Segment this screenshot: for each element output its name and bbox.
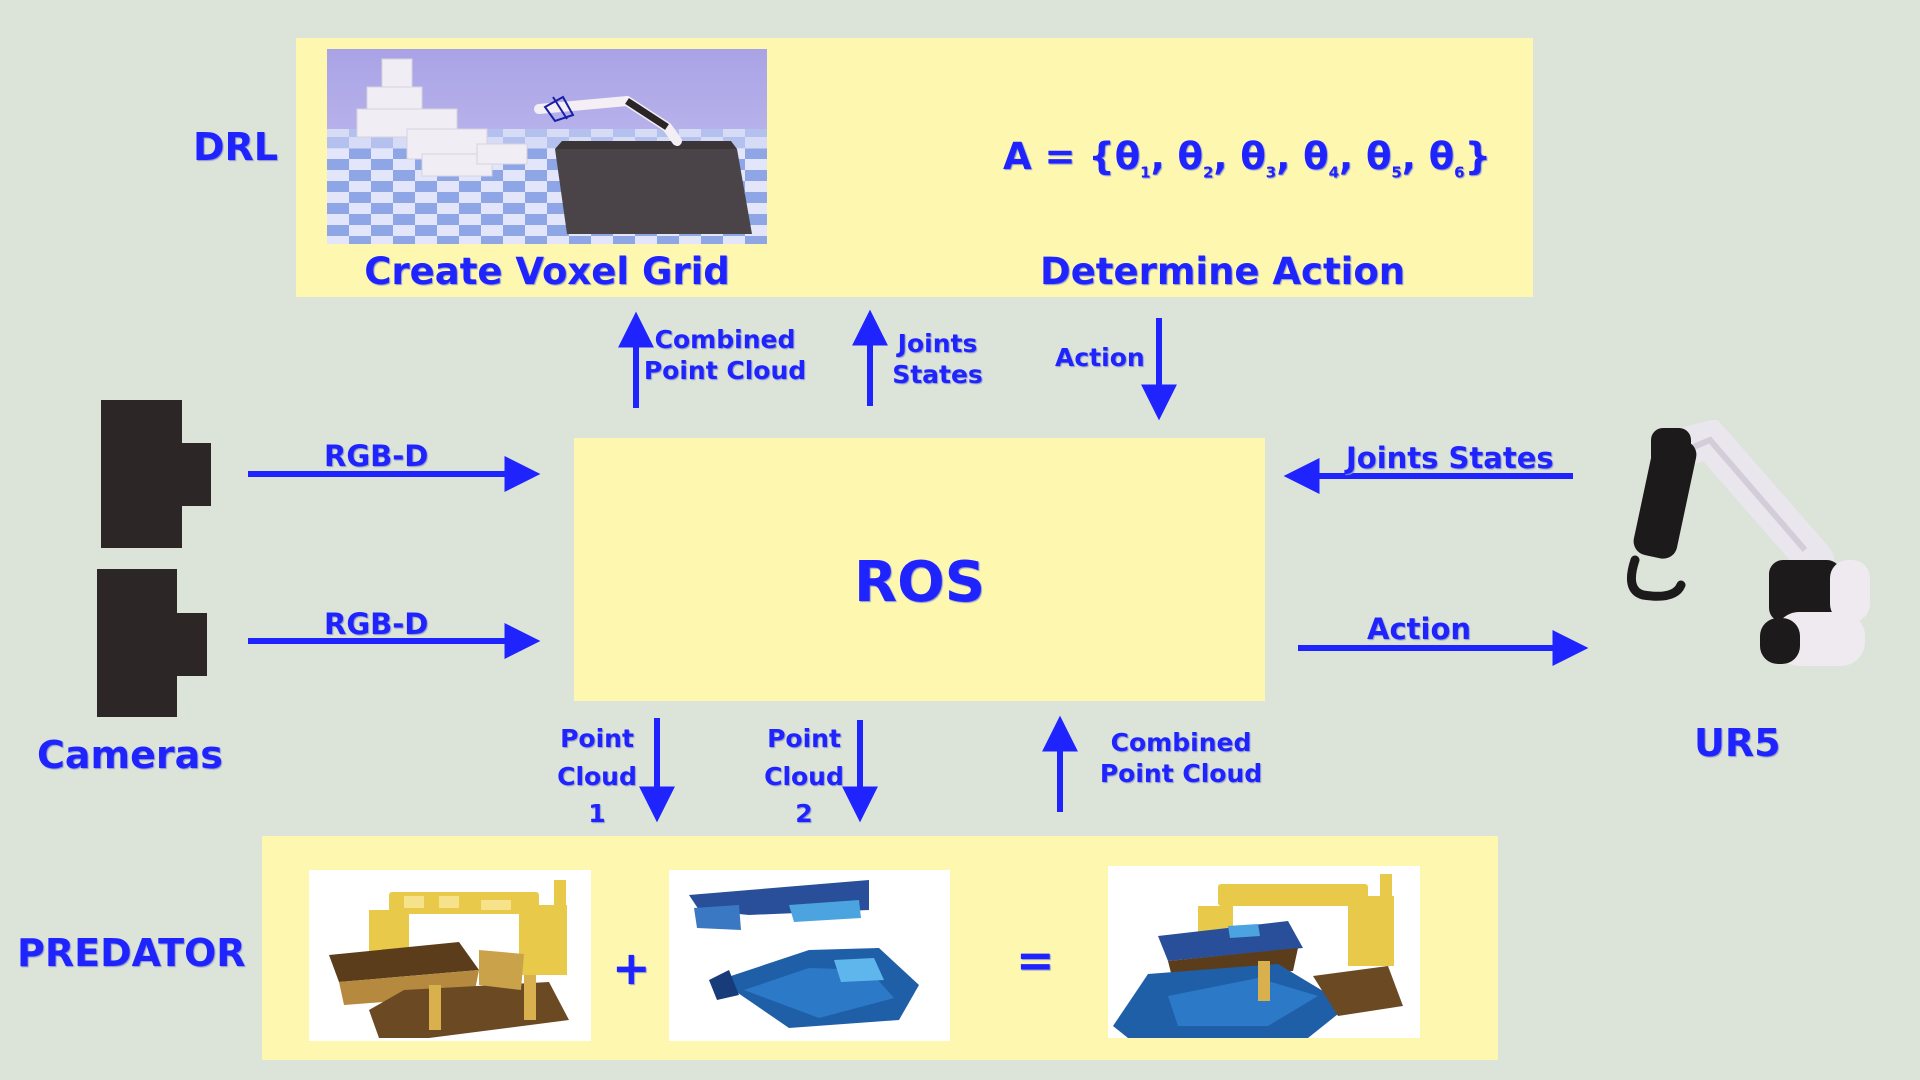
determine-action-caption: Determine Action xyxy=(1040,250,1406,293)
point-cloud-2-image xyxy=(669,870,950,1041)
flow-label-point-cloud-1: Point Cloud 1 xyxy=(557,724,637,828)
plus-sign: + xyxy=(612,941,651,995)
formula-term: θ6 xyxy=(1428,135,1465,182)
flow-label-rgbd-2: RGB-D xyxy=(324,607,429,641)
cameras-label: Cameras xyxy=(37,733,223,777)
flow-label-rgbd-1: RGB-D xyxy=(324,439,429,473)
flow-label-combined-bottom: Combined Point Cloud xyxy=(1099,728,1263,789)
flow-label-point-cloud-2: Point Cloud 2 xyxy=(764,724,844,828)
flow-label-joints-states: Joints States xyxy=(892,329,983,390)
drl-label: DRL xyxy=(193,125,279,169)
combined-point-cloud-image xyxy=(1108,866,1420,1038)
ur5-label: UR5 xyxy=(1694,721,1781,765)
ros-label: ROS xyxy=(853,550,986,615)
formula-prefix: A = { xyxy=(1003,135,1115,178)
camera-1-icon xyxy=(101,400,182,548)
point-cloud-1-image xyxy=(309,870,591,1041)
flow-label-joints-states-right: Joints States xyxy=(1346,441,1554,475)
ur5-robot-icon xyxy=(1615,418,1875,680)
voxel-grid-render xyxy=(327,49,767,244)
flow-label-combined-top: Combined Point Cloud xyxy=(643,325,807,386)
formula-term: θ4 xyxy=(1303,135,1339,182)
ros-box xyxy=(574,438,1265,701)
flow-label-action-top: Action xyxy=(1055,343,1145,372)
camera-2-icon xyxy=(97,569,177,717)
action-formula: A = {θ1, θ2, θ3, θ4, θ5, θ6} xyxy=(1003,135,1491,182)
flow-label-action-right: Action xyxy=(1367,612,1472,646)
equals-sign: = xyxy=(1016,933,1055,987)
formula-term: θ1 xyxy=(1114,135,1151,182)
formula-term: θ2 xyxy=(1177,135,1214,182)
voxel-grid-caption: Create Voxel Grid xyxy=(364,250,730,293)
predator-label: PREDATOR xyxy=(17,931,246,975)
formula-term: θ5 xyxy=(1365,135,1402,182)
camera-2-lens xyxy=(177,613,207,676)
formula-term: θ3 xyxy=(1240,135,1277,182)
camera-1-lens xyxy=(182,443,211,506)
